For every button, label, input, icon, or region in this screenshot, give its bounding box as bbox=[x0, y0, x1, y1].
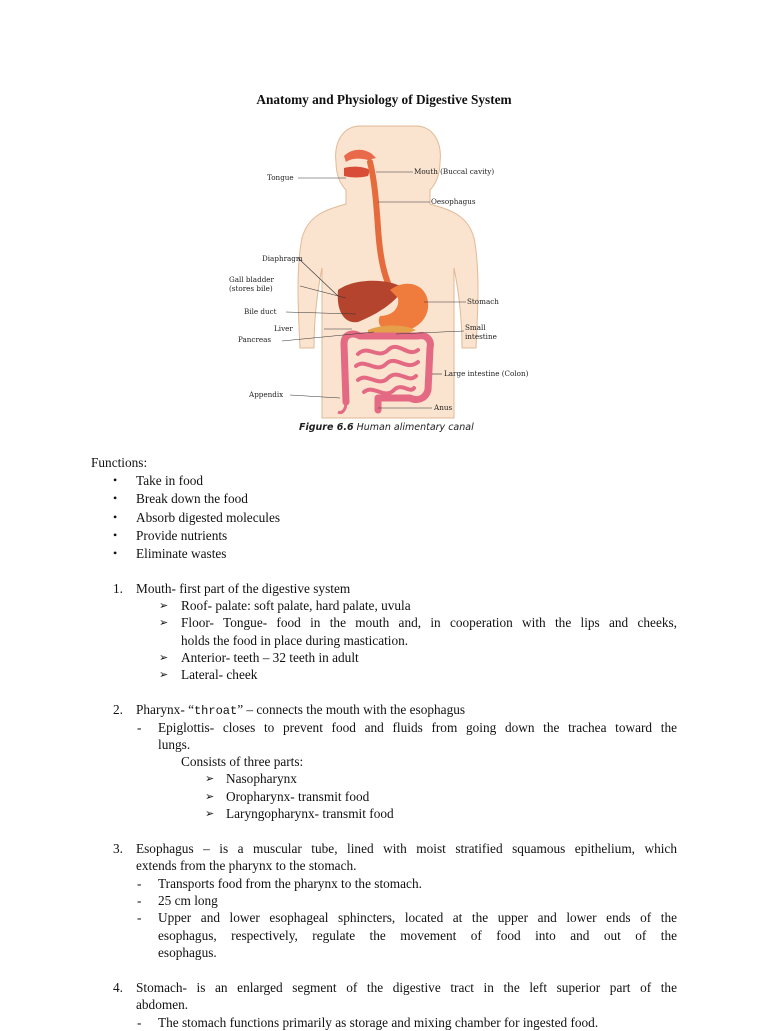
list-item: Eliminate wastes bbox=[136, 546, 227, 561]
appendix-organ bbox=[337, 401, 348, 414]
figure-caption-number: Figure 6.6 bbox=[299, 422, 354, 433]
section-number: 1. bbox=[113, 581, 123, 596]
page-title: Anatomy and Physiology of Digestive Syst… bbox=[256, 92, 512, 107]
leader-lines bbox=[281, 171, 466, 409]
bullet-icon: • bbox=[113, 546, 118, 560]
label-bile-duct: Bile duct bbox=[244, 307, 277, 316]
section-heading-a: Pharynx- “ bbox=[136, 702, 194, 717]
label-oesophagus: Oesophagus bbox=[431, 197, 476, 206]
list-item: Floor- Tongue- food in the mouth and, in… bbox=[181, 615, 677, 630]
arrow-bullet-icon: ➢ bbox=[205, 791, 215, 803]
stomach-organ bbox=[378, 283, 429, 332]
large-intestine-organ bbox=[340, 330, 434, 414]
list-item: Lateral- cheek bbox=[181, 667, 258, 682]
section-heading: Esophagus – is a muscular tube, lined wi… bbox=[136, 841, 677, 856]
arrow-bullet-icon: ➢ bbox=[159, 669, 169, 681]
label-large-intestine: Large intestine (Colon) bbox=[444, 369, 529, 378]
label-pancreas: Pancreas bbox=[238, 335, 271, 344]
arrow-bullet-icon: ➢ bbox=[205, 808, 215, 820]
oesophagus-tube bbox=[367, 159, 397, 299]
list-item: Break down the food bbox=[136, 491, 248, 506]
dash-bullet: - bbox=[137, 876, 142, 891]
dash-bullet: - bbox=[137, 893, 142, 908]
list-item-continuation: lungs. bbox=[158, 737, 191, 752]
mouth-cavity bbox=[344, 166, 370, 178]
list-item: Transports food from the pharynx to the … bbox=[158, 876, 422, 891]
digestive-system-figure: Tongue Mouth (Buccal cavity) Oesophagus … bbox=[228, 118, 548, 438]
section-heading: Stomach- is an enlarged segment of the d… bbox=[136, 980, 677, 995]
list-item: Epiglottis- closes to prevent food and f… bbox=[158, 720, 677, 735]
list-item: Upper and lower esophageal sphincters, l… bbox=[158, 910, 677, 925]
list-item: 25 cm long bbox=[158, 893, 218, 908]
list-item-continuation: esophagus, respectively, regulate the mo… bbox=[158, 928, 677, 943]
list-item: Laryngopharynx- transmit food bbox=[226, 806, 394, 821]
section-heading: Pharynx- “throat” – connects the mouth w… bbox=[136, 701, 465, 720]
list-item: The stomach functions primarily as stora… bbox=[158, 1015, 599, 1030]
label-mouth: Mouth (Buccal cavity) bbox=[414, 167, 494, 176]
section-number: 3. bbox=[113, 841, 123, 856]
dash-bullet: - bbox=[137, 1015, 142, 1030]
dash-bullet: - bbox=[137, 720, 142, 735]
list-item-continuation: esophagus. bbox=[158, 945, 217, 960]
list-item: Oropharynx- transmit food bbox=[226, 789, 370, 804]
section-heading-continuation: abdomen. bbox=[136, 997, 189, 1012]
alimentary-canal-diagram: Tongue Mouth (Buccal cavity) Oesophagus … bbox=[229, 125, 529, 433]
arrow-bullet-icon: ➢ bbox=[159, 617, 169, 629]
section-number: 2. bbox=[113, 702, 123, 717]
label-small-intestine-2: intestine bbox=[465, 332, 497, 341]
label-stomach: Stomach bbox=[467, 297, 499, 306]
small-intestine-organ bbox=[354, 344, 420, 396]
section-heading-continuation: extends from the pharynx to the stomach. bbox=[136, 858, 357, 873]
list-item: Nasopharynx bbox=[226, 771, 297, 786]
list-item: Roof- palate: soft palate, hard palate, … bbox=[181, 598, 411, 613]
figure-caption: Figure 6.6 Human alimentary canal bbox=[299, 422, 474, 433]
list-item: Take in food bbox=[136, 473, 204, 488]
list-item: Anterior- teeth – 32 teeth in adult bbox=[181, 650, 359, 665]
bullet-icon: • bbox=[113, 528, 118, 542]
bullet-icon: • bbox=[113, 491, 118, 505]
section-number: 4. bbox=[113, 980, 123, 995]
figure-caption-text: Human alimentary canal bbox=[354, 422, 475, 433]
label-anus: Anus bbox=[433, 403, 452, 412]
arrow-bullet-icon: ➢ bbox=[205, 773, 215, 785]
label-gall-bladder-note: (stores bile) bbox=[229, 284, 273, 293]
section-heading-c: ” – connects the mouth with the esophagu… bbox=[237, 702, 466, 717]
section-heading-throat: throat bbox=[193, 704, 238, 718]
arrow-bullet-icon: ➢ bbox=[159, 652, 169, 664]
list-item: Absorb digested molecules bbox=[136, 510, 281, 525]
liver-organ bbox=[337, 280, 404, 323]
section-heading: Mouth- first part of the digestive syste… bbox=[136, 581, 351, 596]
list-item-continuation: holds the food in place during masticati… bbox=[181, 633, 409, 648]
bullet-icon: • bbox=[113, 510, 118, 524]
label-liver: Liver bbox=[274, 324, 293, 333]
functions-heading: Functions: bbox=[91, 455, 148, 470]
label-small-intestine: Small bbox=[465, 323, 486, 332]
label-diaphragm: Diaphragm bbox=[262, 254, 303, 263]
dash-bullet: - bbox=[137, 910, 142, 925]
label-tongue: Tongue bbox=[267, 173, 294, 182]
subheading: Consists of three parts: bbox=[181, 754, 304, 769]
label-gall-bladder: Gall bladder bbox=[229, 275, 275, 284]
nasal-cavity bbox=[344, 149, 376, 162]
arrow-bullet-icon: ➢ bbox=[159, 600, 169, 612]
label-appendix: Appendix bbox=[248, 390, 283, 399]
bullet-icon: • bbox=[113, 473, 118, 487]
list-item: Provide nutrients bbox=[136, 528, 228, 543]
